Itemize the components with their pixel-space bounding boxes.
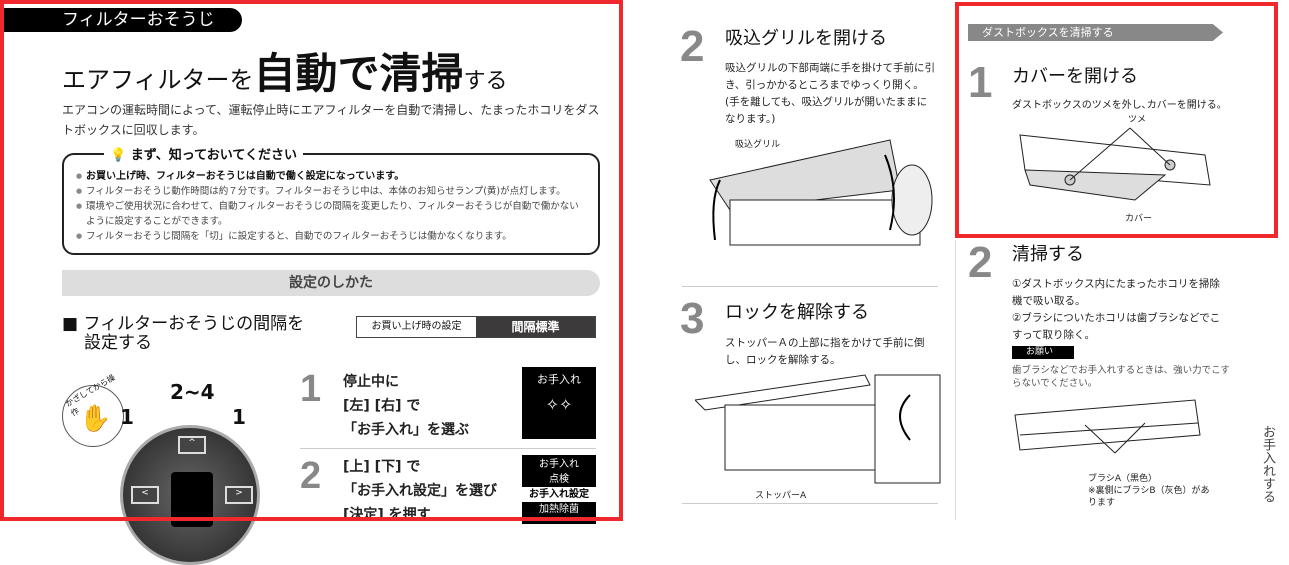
step-text: ダストボックスのツメを外し､カバーを開ける。 [1012,100,1227,111]
brush-a-label: ブラシA（黒色） [1088,474,1157,484]
cover-label: カバー [1125,214,1153,224]
default-value: 間隔標準 [476,317,595,337]
title-post: する [463,69,508,94]
claw-label: ツメ [1128,115,1147,125]
remote-label-center: 2~4 [170,380,215,404]
step-title: 吸込グリルを開ける [725,28,887,49]
section-tag: フィルターおそうじ [4,8,242,32]
subheading-line: 設定する [84,333,152,353]
stopper-illustration [695,374,941,484]
grille-illustration [709,139,933,246]
note-item: フィルターおそうじ間隔を「切」に設定すると、自動でのフィルターおそうじは働かなく… [76,229,588,244]
step-title: ロックを解除する [725,302,869,323]
step-line: 「お手入れ設定」を選び [343,483,497,499]
step-list: ①ダストボックス内にたまったホコリを掃除機で吸い取る。 ②ブラシについたホコリは歯… [1012,276,1222,344]
remote-dial[interactable]: ^ < > [120,425,260,565]
step-text: ストッパーＡの上部に指をかけて手前に倒し、ロックを解除する。 [725,337,925,366]
default-label: お買い上げ時の設定 [371,321,462,332]
lcd-line: 加熱除菌 [539,504,579,515]
step-line: 「お手入れ」を選ぶ [343,422,469,438]
step-item: ②ブラシについたホコリは歯ブラシなどでこすって取り除く。 [1012,312,1221,341]
step-number: 2 [300,455,322,497]
step-number: 3 [680,294,705,343]
note-item: お買い上げ時、フィルターおそうじは自動で働く設定になっています。 [76,169,588,184]
subheading: ■ フィルターおそうじの間隔を設定する [62,315,304,353]
title-big: 自動で清掃 [253,49,464,98]
step-line: [決定] を押す [343,507,431,523]
page-title: エアフィルターを自動で清掃する [62,40,508,101]
step-text: [上] [下] で「お手入れ設定」を選び [決定] を押す [343,455,497,527]
caution-text: 歯ブラシなどでお手入れするときは、強い力でこすらないでください。 [1012,365,1230,389]
lcd-selected: お手入れ設定 [522,487,596,502]
hand-glyph: ✋ [79,404,112,434]
title-pre: エアフィルターを [62,66,254,94]
lcd-line: 点検 [549,474,569,485]
step-title: カバーを開ける [1012,66,1138,87]
lcd-line: お手入れ [537,373,581,386]
sparkle-icon: ✧✧ [545,395,573,414]
note-heading: 💡 まず、知っておいてください [104,144,303,163]
divider [682,503,938,504]
right-button[interactable]: > [225,486,253,504]
caution-badge: お願い [1012,346,1074,359]
step-title: 清掃する [1012,244,1084,265]
dustbox-cover-illustration [1019,127,1211,201]
grille-label: 吸込グリル [735,140,781,150]
lightbulb-icon: 💡 [110,148,127,163]
step-number: 1 [968,58,993,107]
step-number: 2 [968,238,993,287]
center-button[interactable] [171,472,213,527]
note-item: 環境やご使用状況に合わせて、自動フィルターおそうじの間隔を変更したり、フィルター… [76,199,588,229]
note-heading-text: まず、知っておいてください [130,148,297,163]
brush-labels: ブラシA（黒色） ※裏側にブラシB（灰色）があります [1088,473,1218,509]
stopper-label: ストッパーA [755,491,807,501]
dustbox-brush-illustration [1014,399,1201,454]
note-box: 💡 まず、知っておいてください お買い上げ時、フィルターおそうじは自動で働く設定… [62,144,600,255]
side-index-label: お手入れする [1260,425,1275,503]
step-number: 1 [300,368,322,410]
step-line: [左] [右] で [343,398,421,414]
lcd-display: お手入れ ✧✧ [522,367,596,439]
step-line: [上] [下] で [343,459,421,475]
step-line: 停止中に [343,374,399,390]
howto-banner: 設定のしかた [62,270,600,296]
brush-b-label: ※裏側にブラシB（灰色）があります [1088,486,1210,508]
lcd-line: お手入れ [539,459,579,470]
remote-label-left: 1 [120,405,134,429]
lcd-display: お手入れ点検お手入れ設定加熱除菌 [522,455,596,524]
hover-hand-icon: かざしてから操作 ✋ [62,373,124,447]
section-tag: ダストボックスを清掃する [968,24,1223,41]
subheading-line: ■ フィルターおそうじの間隔を [62,314,305,334]
up-button[interactable]: ^ [178,436,206,454]
divider [682,286,938,287]
divider [300,448,596,449]
step-number: 2 [680,22,705,71]
remote-label-right: 1 [232,405,246,429]
step-text: 吸込グリルの下部両端に手を掛けて手前に引き、引っかかるところまでゆっくり開く。(… [725,62,935,125]
left-button[interactable]: < [131,486,159,504]
step-text: 停止中に [左] [右] で「お手入れ」を選ぶ [343,370,469,442]
intro-text: エアコンの運転時間によって、運転停止時にエアフィルターを自動で清掃し、たまったホ… [62,103,600,137]
page-divider [955,240,956,520]
step-item: ①ダストボックス内にたまったホコリを掃除機で吸い取る。 [1012,278,1220,307]
note-item: フィルターおそうじ動作時間は約７分です。フィルターおそうじ中は、本体のお知らせラ… [76,184,588,199]
default-setting-table: お買い上げ時の設定 間隔標準 [356,316,596,338]
